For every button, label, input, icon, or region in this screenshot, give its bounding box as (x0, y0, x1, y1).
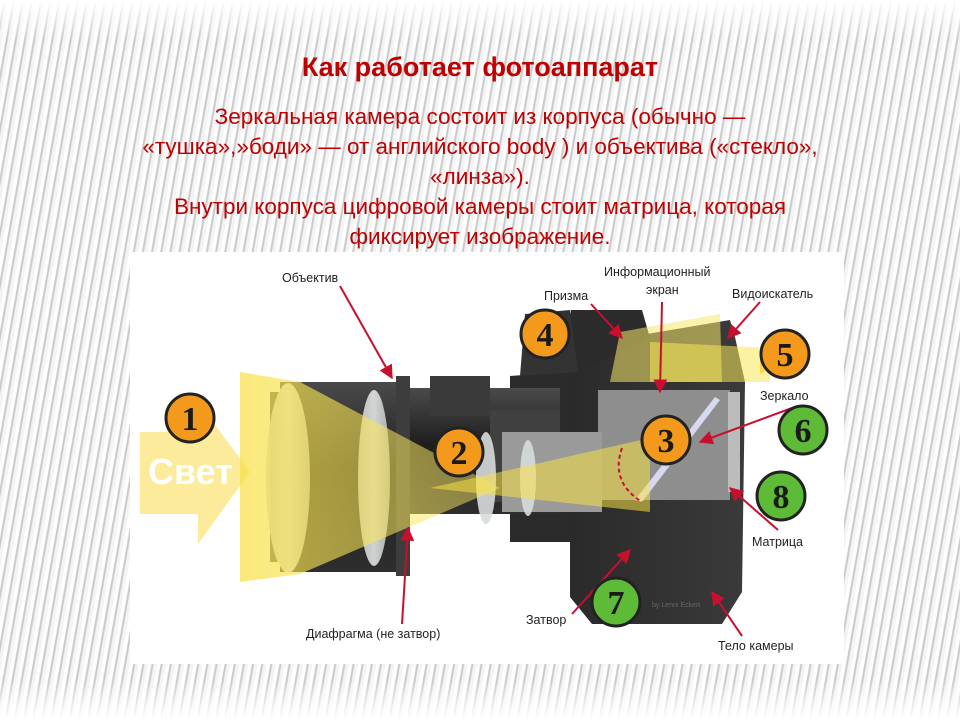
background-fade-bottom (0, 680, 960, 720)
intro-line-2: «тушка»,»боди» — от английского body ) и… (142, 134, 818, 159)
arrow-mirror (698, 407, 793, 445)
label-body: Тело камеры (718, 639, 794, 653)
marker-4-number: 4 (537, 317, 554, 354)
light-label: Свет (148, 451, 233, 492)
label-info-screen-line1: Информационный (604, 265, 711, 279)
arrow-body (711, 590, 743, 637)
background-fade-top (0, 0, 960, 40)
marker-7-number: 7 (608, 585, 625, 622)
light-beam (140, 342, 780, 582)
marker-4: 4 (519, 308, 571, 360)
label-info-screen-line2: экран (646, 283, 679, 297)
marker-5: 5 (759, 328, 811, 380)
marker-3: 3 (640, 414, 692, 466)
marker-1-number: 1 (182, 401, 199, 438)
label-viewfinder: Видоискатель (732, 287, 813, 301)
camera-diagram-panel: Свет Объектив Информационный экран Призм… (130, 252, 844, 664)
marker-1: 1 (164, 392, 216, 444)
marker-6: 6 (777, 404, 829, 456)
mirror-flip-path (617, 447, 643, 503)
marker-2-number: 2 (451, 435, 468, 472)
camera-diagram: Свет Объектив Информационный экран Призм… (140, 265, 829, 653)
marker-2: 2 (433, 426, 485, 478)
intro-line-5: фиксирует изображение. (349, 224, 611, 249)
label-aperture: Диафрагма (не затвор) (306, 627, 440, 641)
arrow-aperture (400, 526, 415, 625)
arrow-viewfinder (727, 301, 761, 340)
marker-8-number: 8 (773, 479, 790, 516)
label-objective: Объектив (282, 271, 339, 285)
intro-line-3: «линза»). (430, 164, 530, 189)
label-mirror: Зеркало (760, 389, 809, 403)
marker-3-number: 3 (658, 423, 675, 460)
intro-line-1: Зеркальная камера состоит из корпуса (об… (214, 104, 746, 129)
arrow-prism (590, 303, 623, 340)
marker-6-number: 6 (795, 413, 812, 450)
credit-text: by Lenni Eckert (652, 602, 700, 609)
label-prism: Призма (544, 289, 588, 303)
intro-text: Зеркальная камера состоит из корпуса (об… (60, 102, 900, 252)
marker-8: 8 (755, 470, 807, 522)
arrow-matrix (728, 487, 779, 531)
page-title: Как работает фотоаппарат (301, 52, 659, 82)
intro-line-4: Внутри корпуса цифровой камеры стоит мат… (173, 194, 787, 219)
label-matrix: Матрица (752, 535, 803, 549)
label-arrows (339, 285, 793, 637)
marker-5-number: 5 (777, 337, 794, 374)
label-shutter: Затвор (526, 613, 566, 627)
arrow-info-screen (653, 301, 668, 394)
arrow-objective (339, 285, 393, 380)
marker-7: 7 (590, 576, 642, 628)
